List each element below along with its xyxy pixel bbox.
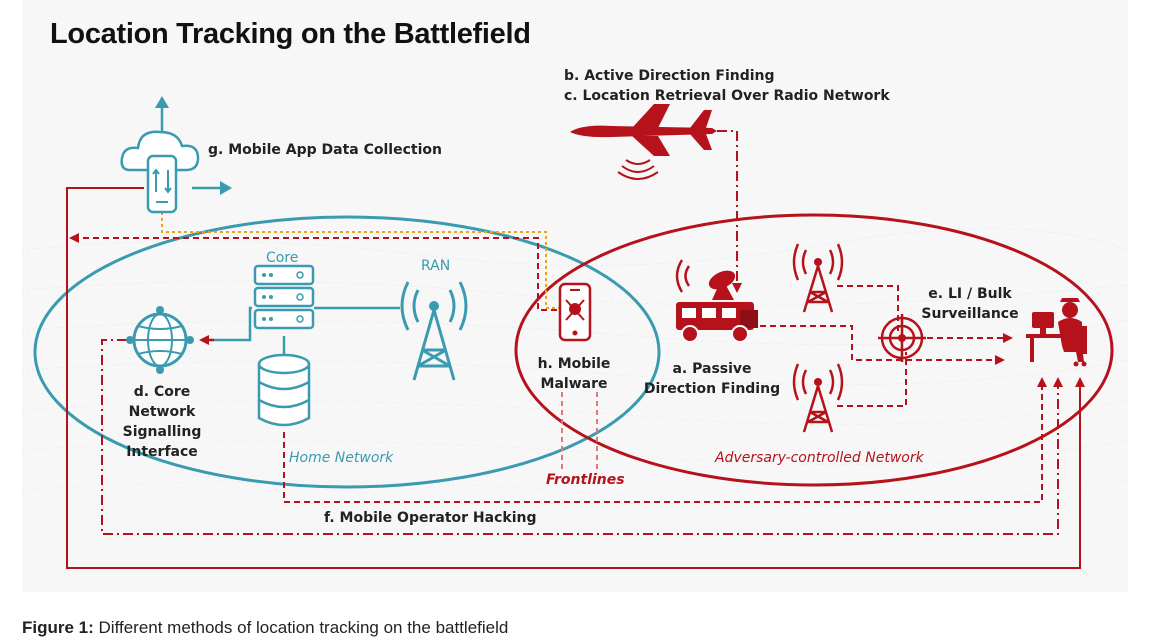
label-passive-2: Direction Finding — [644, 381, 780, 397]
label-home-network: Home Network — [289, 450, 394, 466]
caption-label: Figure 1: — [22, 618, 94, 637]
label-core-net-2: Network — [129, 404, 196, 420]
malware-exfil-line — [69, 233, 557, 311]
label-li-2: Surveillance — [921, 306, 1018, 322]
ran-tower-icon — [400, 281, 468, 381]
label-malware-1: h. Mobile — [538, 356, 611, 372]
operator-hacking-line — [101, 339, 1063, 535]
home-network-ellipse — [33, 215, 661, 489]
df-truck-icon — [675, 259, 758, 343]
globe-icon — [126, 306, 194, 374]
label-ran: RAN — [421, 258, 450, 274]
label-active-df: b. Active Direction Finding — [564, 68, 775, 84]
tower-top-icon — [792, 243, 844, 313]
label-core-net-1: d. Core — [134, 384, 191, 400]
diagram-canvas: b. Active Direction Finding c. Location … — [22, 68, 1128, 569]
label-frontlines: Frontlines — [546, 472, 625, 488]
app-to-malware-line — [161, 212, 562, 309]
tower-bottom-icon — [792, 363, 844, 433]
label-core-net-4: Interface — [126, 444, 198, 460]
adversary-network-ellipse — [514, 213, 1114, 487]
label-operator-hacking: f. Mobile Operator Hacking — [324, 510, 536, 526]
label-core: Core — [266, 250, 298, 266]
core-server-icon — [253, 264, 315, 330]
drone-icon — [570, 104, 717, 180]
figure-caption: Figure 1: Different methods of location … — [22, 618, 508, 638]
diagram-panel: Location Tracking on the Battlefield — [22, 0, 1128, 592]
core-to-analyst-line — [283, 377, 1047, 503]
tower-bottom-to-target-line — [837, 352, 907, 407]
target-icon — [878, 314, 926, 362]
label-location-retrieval: c. Location Retrieval Over Radio Network — [564, 88, 890, 104]
malware-phone-icon — [558, 282, 592, 342]
diagram-title: Location Tracking on the Battlefield — [50, 18, 531, 50]
caption-text: Different methods of location tracking o… — [93, 618, 509, 637]
label-li-1: e. LI / Bulk — [928, 286, 1012, 302]
app-data-line — [66, 187, 1085, 569]
label-malware-2: Malware — [541, 376, 608, 392]
label-adversary-network: Adversary-controlled Network — [714, 450, 925, 466]
truck-to-target-line — [760, 325, 1005, 365]
label-passive-1: a. Passive — [672, 361, 751, 377]
ground-texture — [22, 228, 1128, 506]
core-to-signalling-line — [214, 306, 252, 342]
drone-to-truck-line — [717, 130, 742, 293]
tower-top-to-target-line — [837, 285, 899, 332]
label-app-data: g. Mobile App Data Collection — [208, 142, 442, 158]
analyst-icon — [1026, 298, 1087, 367]
database-icon — [257, 353, 311, 427]
cloud-phone-icon — [120, 96, 232, 214]
label-core-net-3: Signalling — [123, 424, 202, 440]
